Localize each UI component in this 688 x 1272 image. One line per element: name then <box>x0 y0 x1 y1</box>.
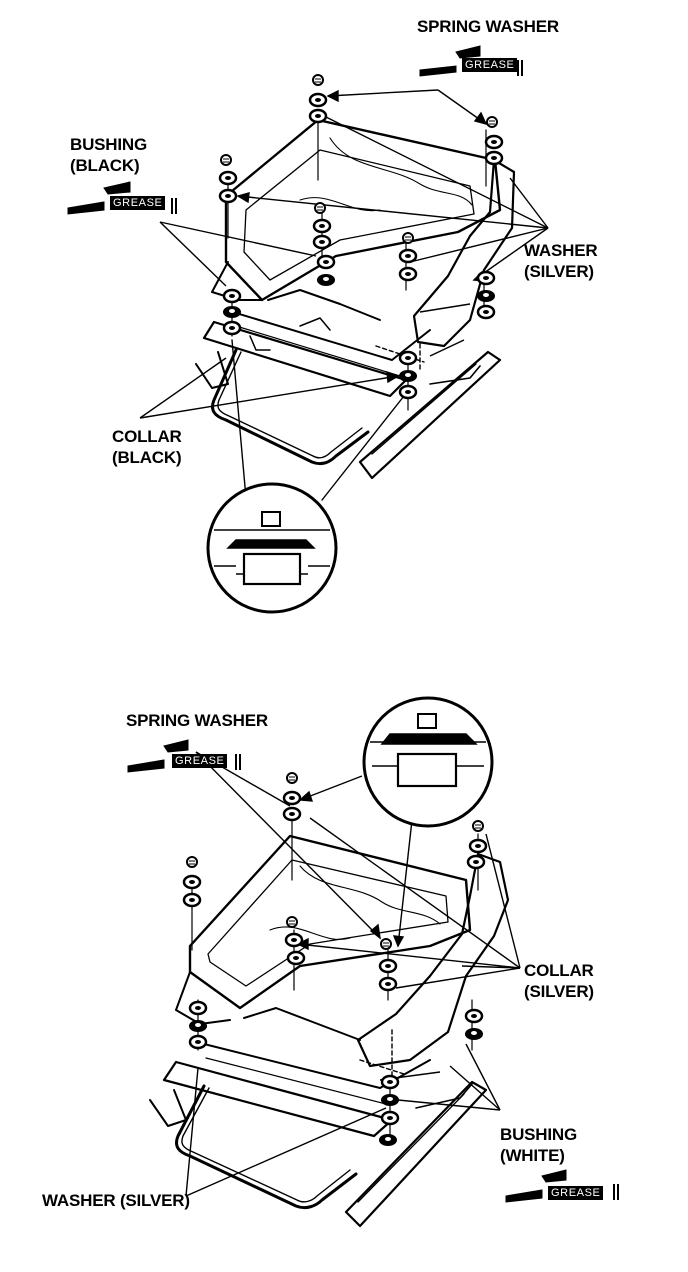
label-collar-black-top-line1: COLLAR <box>112 427 182 446</box>
label-washer-silver-top-line1: WASHER <box>524 241 598 260</box>
label-spring-washer-top: SPRING WASHER <box>417 17 559 36</box>
label-spring-washer-bottom: SPRING WASHER <box>126 711 268 730</box>
label-washer-silver-bottom: WASHER (SILVER) <box>42 1191 190 1210</box>
label-washer-silver-top-line2: (SILVER) <box>524 262 594 281</box>
grease-tag-top-2: GREASE <box>110 196 166 210</box>
bottom-detail-inset <box>362 696 494 828</box>
grease-tag-bottom-1: GREASE <box>172 754 228 768</box>
label-collar-silver-bottom-line2: (SILVER) <box>524 982 594 1001</box>
top-detail-inset <box>206 482 338 614</box>
label-bushing-white-bottom-line1: BUSHING <box>500 1125 577 1144</box>
top-leader-lines <box>139 89 549 419</box>
label-collar-silver-bottom-line1: COLLAR <box>524 961 594 980</box>
grease-tag-bottom-2: GREASE <box>548 1186 604 1200</box>
grease-tube-icons <box>67 45 619 1203</box>
label-bushing-white-bottom-line2: (WHITE) <box>500 1146 565 1165</box>
bottom-leader-lines <box>185 751 521 1197</box>
label-bushing-black-top-line2: (BLACK) <box>70 156 140 175</box>
label-bushing-black-top-line1: BUSHING <box>70 135 147 154</box>
grease-tag-top-1: GREASE <box>462 58 518 72</box>
top-seat-frame <box>195 111 516 501</box>
label-collar-black-top-line2: (BLACK) <box>112 448 182 467</box>
